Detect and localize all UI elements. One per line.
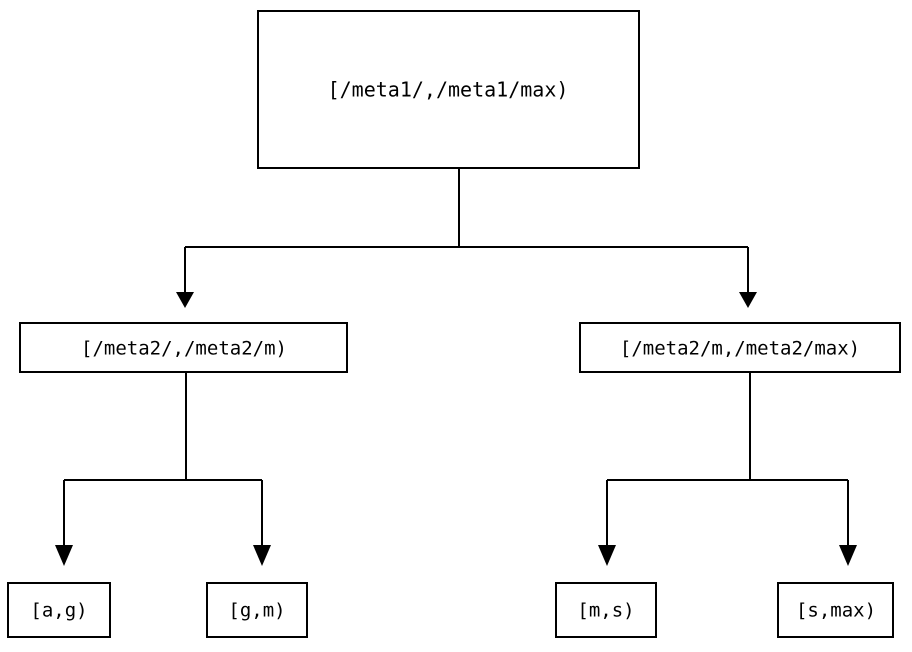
node-leaf-g-m[interactable]: [g,m) [205,581,309,639]
arrowhead-mid-left-to-leaf-a-g [55,545,73,566]
node-root[interactable]: [/meta1/,/meta1/max) [256,9,641,170]
edge-group-root [176,168,757,308]
node-mid-right-box[interactable] [578,321,902,374]
node-leaf-g-m-box[interactable] [205,581,309,639]
node-leaf-a-g-label: [a,g) [30,600,87,622]
arrowhead-root-to-mid-left [176,292,194,308]
node-leaf-m-s[interactable]: [m,s) [554,581,658,639]
arrowhead-mid-right-to-leaf-m-s [598,545,616,566]
edge-group-mid-left [55,372,271,566]
edge-group-mid-right [598,372,857,566]
node-root-label: [/meta1/,/meta1/max) [328,78,569,102]
node-mid-left[interactable]: [/meta2/,/meta2/m) [18,321,349,374]
arrowhead-mid-right-to-leaf-s-max [839,545,857,566]
node-leaf-g-m-label: [g,m) [228,600,285,622]
arrowhead-root-to-mid-right [739,292,757,308]
node-leaf-m-s-box[interactable] [554,581,658,639]
node-leaf-s-max-box[interactable] [776,581,895,639]
node-root-box[interactable] [256,9,641,170]
node-mid-left-box[interactable] [18,321,349,374]
node-mid-left-label: [/meta2/,/meta2/m) [81,338,287,360]
node-mid-right[interactable]: [/meta2/m,/meta2/max) [578,321,902,374]
node-mid-right-label: [/meta2/m,/meta2/max) [620,338,860,360]
node-leaf-a-g[interactable]: [a,g) [6,581,112,639]
node-leaf-a-g-box[interactable] [6,581,112,639]
node-leaf-m-s-label: [m,s) [577,600,634,622]
arrowhead-mid-left-to-leaf-g-m [253,545,271,566]
node-leaf-s-max-label: [s,max) [796,600,876,622]
node-leaf-s-max[interactable]: [s,max) [776,581,895,639]
